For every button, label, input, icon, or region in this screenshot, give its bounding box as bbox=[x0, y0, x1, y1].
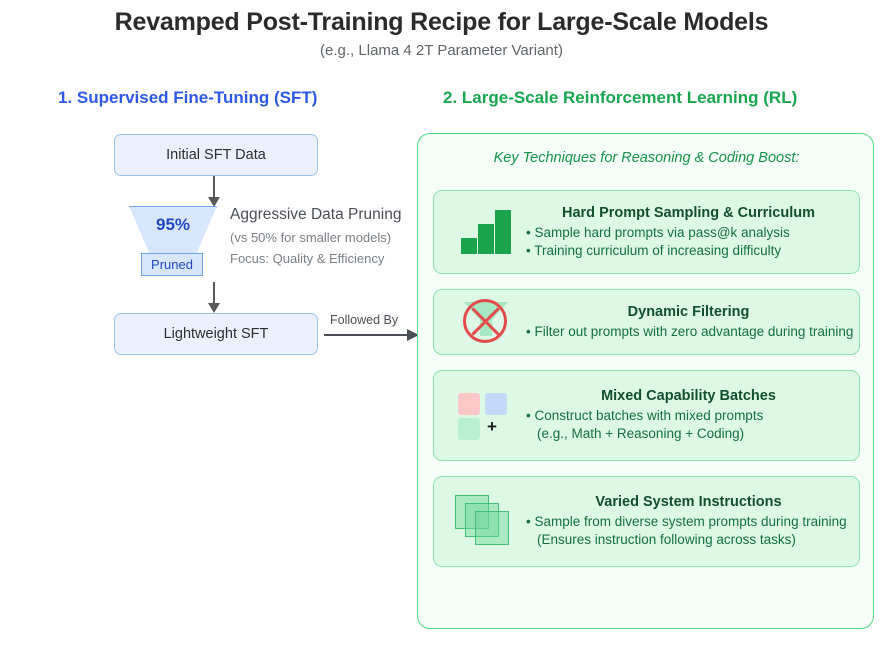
technique-line: • Training curriculum of increasing diff… bbox=[526, 242, 782, 258]
connector-label-followed-by: Followed By bbox=[330, 313, 399, 327]
technique-card-hard-prompt-sampling: Hard Prompt Sampling & Curriculum • Samp… bbox=[433, 190, 860, 274]
technique-line: (e.g., Math + Reasoning + Coding) bbox=[537, 426, 745, 441]
mixed-squares-icon: + bbox=[450, 371, 522, 460]
arrow-down-to-funnel bbox=[208, 176, 220, 207]
funnel-percent-label: 95% bbox=[155, 215, 191, 234]
arrow-right-to-rl bbox=[324, 329, 419, 341]
technique-card-dynamic-filtering: Dynamic Filtering • Filter out prompts w… bbox=[433, 289, 860, 355]
technique-card-text: Hard Prompt Sampling & Curriculum • Samp… bbox=[526, 191, 851, 273]
rl-panel-title: Key Techniques for Reasoning & Coding Bo… bbox=[493, 150, 800, 166]
technique-line: • Filter out prompts with zero advantage… bbox=[526, 323, 854, 339]
funnel-pruned-label: Pruned bbox=[141, 253, 203, 276]
technique-card-text: Mixed Capability Batches • Construct bat… bbox=[526, 371, 851, 460]
technique-line: • Sample hard prompts via pass@k analysi… bbox=[526, 224, 790, 240]
technique-line: • Sample from diverse system prompts dur… bbox=[526, 514, 847, 529]
filter-blocked-icon bbox=[450, 290, 522, 354]
node-lightweight-sft: Lightweight SFT bbox=[114, 313, 318, 355]
node-initial-sft-data: Initial SFT Data bbox=[114, 134, 318, 176]
technique-card-varied-system-instructions: Varied System Instructions • Sample from… bbox=[433, 476, 860, 567]
technique-title: Varied System Instructions bbox=[595, 494, 782, 510]
bar-chart-icon bbox=[450, 191, 522, 273]
technique-card-mixed-capability-batches: + Mixed Capability Batches • Construct b… bbox=[433, 370, 860, 461]
rl-panel: Key Techniques for Reasoning & Coding Bo… bbox=[417, 133, 874, 629]
page-subtitle: (e.g., Llama 4 2T Parameter Variant) bbox=[320, 42, 563, 59]
technique-card-text: Dynamic Filtering • Filter out prompts w… bbox=[526, 290, 854, 354]
stacked-sheets-icon bbox=[450, 477, 522, 566]
pruning-annotation-sub1: (vs 50% for smaller models) bbox=[230, 230, 392, 245]
technique-card-text: Varied System Instructions • Sample from… bbox=[526, 477, 851, 566]
technique-title: Mixed Capability Batches bbox=[601, 388, 776, 404]
section-heading-sft: 1. Supervised Fine-Tuning (SFT) bbox=[58, 88, 318, 107]
technique-line: • Construct batches with mixed prompts bbox=[526, 408, 764, 423]
technique-title: Dynamic Filtering bbox=[627, 303, 750, 320]
arrow-down-to-lightweight-sft bbox=[208, 282, 220, 313]
pruning-annotation-title: Aggressive Data Pruning bbox=[230, 206, 402, 223]
pruning-annotation-sub2: Focus: Quality & Efficiency bbox=[230, 251, 385, 266]
technique-line: (Ensures instruction following across ta… bbox=[537, 532, 796, 547]
section-heading-rl: 2. Large-Scale Reinforcement Learning (R… bbox=[443, 88, 798, 107]
technique-title: Hard Prompt Sampling & Curriculum bbox=[562, 204, 815, 221]
page-title: Revamped Post-Training Recipe for Large-… bbox=[114, 8, 769, 36]
